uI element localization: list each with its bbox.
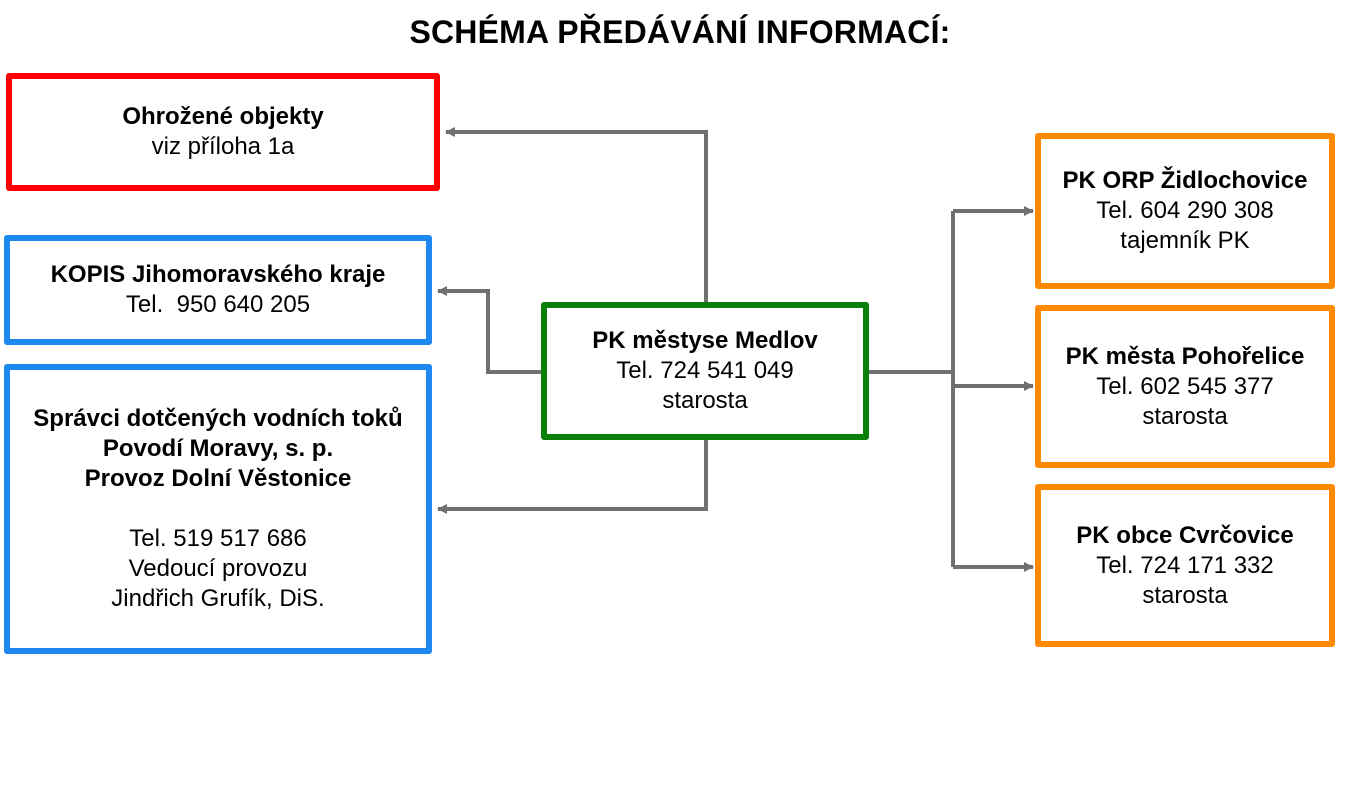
medlov-box: PK městyse Medlov Tel. 724 541 049 staro… xyxy=(541,302,869,440)
cvrcovice-phone: Tel. 724 171 332 xyxy=(1096,551,1274,579)
threatened-objects-note: viz příloha 1a xyxy=(151,133,295,160)
arrow-to-threatened-objects xyxy=(445,127,708,304)
kopis-phone: Tel. 950 640 205 xyxy=(125,291,311,318)
medlov-role: starosta xyxy=(662,387,748,414)
cvrcovice-heading: PK obce Cvrčovice xyxy=(1076,521,1294,549)
pohorelice-heading: PK města Pohořelice xyxy=(1065,342,1305,370)
threatened-objects-heading: Ohrožené objekty xyxy=(122,103,324,130)
water-managers-person: Jindřich Grufík, DiS. xyxy=(111,585,325,612)
kopis-heading: KOPIS Jihomoravského kraje xyxy=(50,261,386,288)
zidlochovice-heading: PK ORP Židlochovice xyxy=(1062,167,1308,194)
water-managers-role: Vedoucí provozu xyxy=(128,555,308,582)
pohorelice-box: PK města Pohořelice Tel. 602 545 377 sta… xyxy=(1035,305,1335,468)
arrow-to-water-managers xyxy=(437,438,708,514)
kopis-box: KOPIS Jihomoravského kraje Tel. 950 640 … xyxy=(4,235,432,345)
water-managers-heading: Správci dotčených vodních toků xyxy=(33,405,403,432)
cvrcovice-role: starosta xyxy=(1142,581,1228,609)
page-title: SCHÉMA PŘEDÁVÁNÍ INFORMACÍ: xyxy=(409,14,951,50)
zidlochovice-role: tajemník PK xyxy=(1120,227,1250,254)
medlov-heading: PK městyse Medlov xyxy=(592,327,818,354)
zidlochovice-phone: Tel. 604 290 308 xyxy=(1096,197,1274,224)
zidlochovice-box: PK ORP Židlochovice Tel. 604 290 308 taj… xyxy=(1035,133,1335,289)
cvrcovice-box: PK obce Cvrčovice Tel. 724 171 332 staro… xyxy=(1035,484,1335,647)
threatened-objects-box: Ohrožené objekty viz příloha 1a xyxy=(6,73,440,191)
water-managers-box: Správci dotčených vodních toků Povodí Mo… xyxy=(4,364,432,654)
arrow-to-kopis xyxy=(437,286,543,374)
medlov-phone: Tel. 724 541 049 xyxy=(616,357,794,384)
pohorelice-role: starosta xyxy=(1142,402,1228,430)
pohorelice-phone: Tel. 602 545 377 xyxy=(1096,372,1274,400)
water-managers-branch: Provoz Dolní Věstonice xyxy=(84,465,352,492)
water-managers-phone: Tel. 519 517 686 xyxy=(129,525,307,552)
water-managers-organization: Povodí Moravy, s. p. xyxy=(102,435,334,462)
